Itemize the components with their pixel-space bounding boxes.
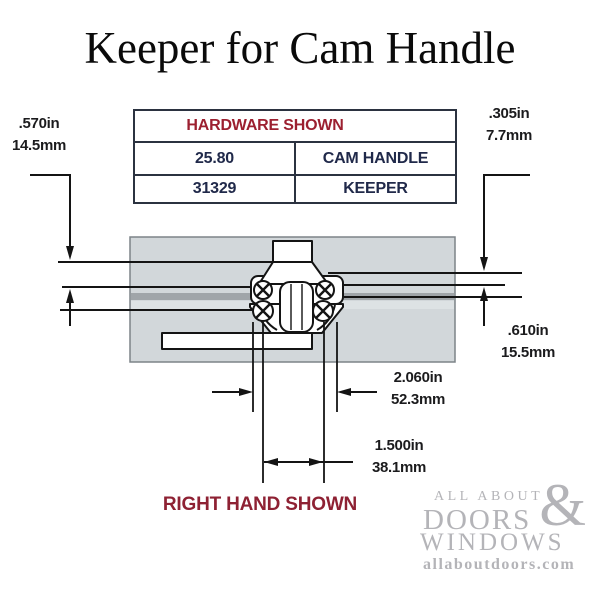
screw-icon [252, 300, 274, 322]
hardware-table: HARDWARE SHOWN 25.80 CAM HANDLE 31329 KE… [133, 109, 457, 204]
arrowhead-up [66, 289, 74, 303]
dimension-inches: .570in [18, 115, 60, 132]
dimension-label-top-right: .305in 7.7mm [470, 103, 548, 147]
arrowhead-left [337, 388, 351, 396]
arrowhead-up [480, 287, 488, 301]
arrowhead-left [264, 458, 278, 466]
page-title: Keeper for Cam Handle [84, 23, 516, 73]
extension-lines-bottom [252, 322, 338, 483]
dimension-mm: 52.3mm [390, 391, 446, 408]
logo-doors: DOORS [423, 504, 532, 536]
part-number: 31329 [135, 176, 296, 202]
arrowhead-down [66, 246, 74, 260]
ampersand-glyph: & [539, 472, 586, 538]
dimension-mm: 7.7mm [485, 127, 533, 144]
arrowhead-right [309, 458, 323, 466]
dimension-label-top-left: .570in 14.5mm [0, 113, 78, 157]
logo-domain: allaboutdoors.com [423, 556, 576, 573]
screw-icon [253, 280, 273, 300]
dimension-label-right: .610in 15.5mm [488, 320, 568, 364]
hand-orientation-note: RIGHT HAND SHOWN [162, 494, 358, 515]
part-name: KEEPER [343, 180, 408, 197]
dimension-inches: 1.500in [374, 437, 424, 454]
dimension-inches: .305in [488, 105, 530, 122]
part-number: 25.80 [135, 143, 296, 174]
dimension-inches: .610in [507, 322, 549, 339]
dimension-label-outer-width: 2.060in 52.3mm [379, 367, 457, 411]
company-logo: ALL ABOUT & DOORS WINDOWS allaboutdoors.… [420, 475, 586, 579]
logo-all-about: ALL ABOUT [434, 489, 544, 504]
part-name: CAM HANDLE [322, 149, 429, 167]
dimension-mm: 14.5mm [11, 137, 67, 154]
logo-windows: WINDOWS [420, 529, 565, 556]
screw-icon [312, 300, 334, 322]
arrowhead-down [480, 257, 488, 271]
hardware-table-header-label: HARDWARE SHOWN [186, 117, 344, 134]
table-row: 31329 KEEPER [135, 174, 455, 202]
dimension-label-inner-width: 1.500in 38.1mm [359, 435, 439, 479]
screw-icon [315, 280, 335, 300]
dim-lines-right [483, 174, 530, 326]
hardware-table-header: HARDWARE SHOWN [135, 111, 455, 143]
dimension-mm: 15.5mm [500, 344, 556, 361]
arrowhead-right [239, 388, 253, 396]
section-lines-right [328, 272, 522, 298]
cam-housing [279, 281, 314, 333]
dim-lines-left [30, 174, 71, 326]
dimension-mm: 38.1mm [371, 459, 427, 476]
dimension-inches: 2.060in [393, 369, 443, 386]
cam-handle-keeper-drawing [161, 240, 344, 350]
table-row: 25.80 CAM HANDLE [135, 143, 455, 174]
section-lines-left [58, 261, 273, 311]
